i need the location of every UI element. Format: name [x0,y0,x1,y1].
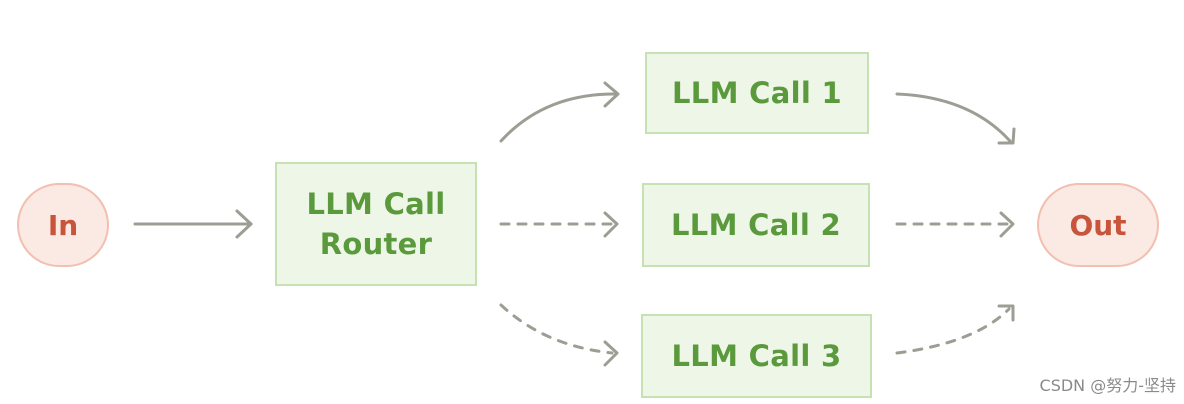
input-node-label: In [47,208,79,242]
arrow-call1-to-out [895,92,1016,145]
input-node: In [17,183,109,267]
arrow-router-to-call1 [499,81,620,143]
router-node-label-line2: Router [319,227,433,261]
router-node: LLM Call Router [275,162,477,286]
watermark-text: CSDN @努力-坚持 [1039,376,1176,395]
llm-call-3-node: LLM Call 3 [641,314,872,398]
output-node: Out [1037,183,1159,267]
llm-call-2-node: LLM Call 2 [642,183,870,267]
output-node-label: Out [1069,208,1127,242]
arrow-in-to-router [133,209,253,239]
arrow-call3-to-out [895,304,1015,355]
llm-call-1-label: LLM Call 1 [672,76,842,110]
llm-call-1-node: LLM Call 1 [645,52,869,134]
router-node-label-line1: LLM Call [306,187,446,221]
arrow-router-to-call3 [499,303,619,367]
arrow-router-to-call2 [499,211,619,238]
arrow-call2-to-out [895,211,1015,238]
llm-call-3-label: LLM Call 3 [671,339,842,373]
llm-call-2-label: LLM Call 2 [671,208,841,242]
